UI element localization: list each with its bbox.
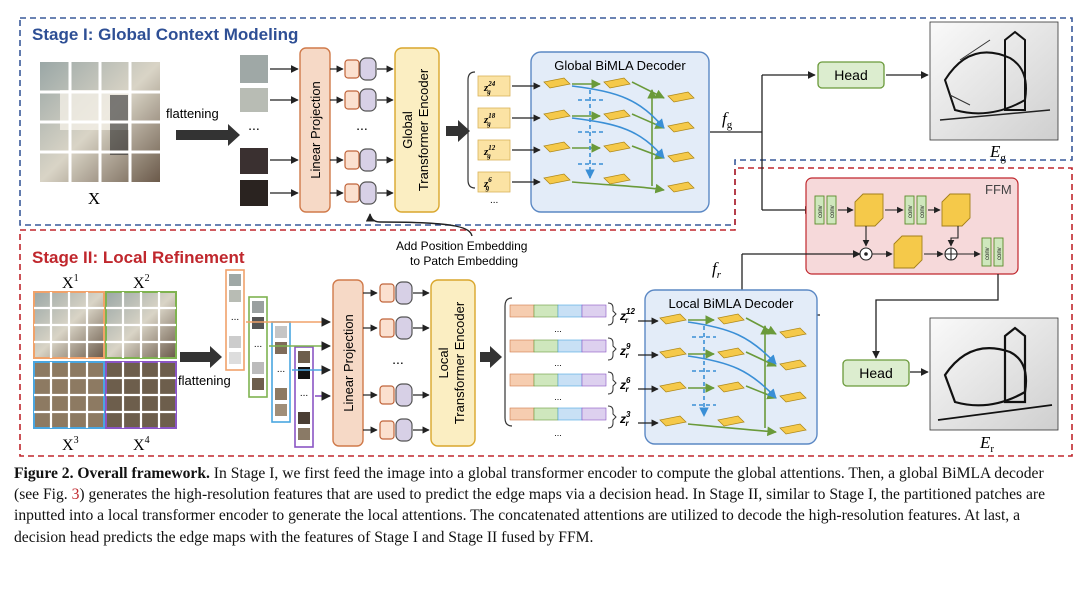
caption-text-1: In Stage I, we first feed the image into…: [14, 465, 1044, 504]
svg-text:z6r: z6r: [619, 376, 631, 394]
head-1: [817, 61, 885, 89]
x3-label: X3: [62, 435, 79, 454]
head-2: [842, 359, 910, 387]
svg-text:conv: conv: [920, 205, 926, 218]
svg-text:...: ...: [554, 428, 562, 438]
pos-embed-label: Add Position Embedding: [396, 239, 527, 253]
svg-text:...: ...: [490, 195, 498, 206]
caption-bold-title: Overall framework.: [77, 465, 210, 482]
svg-text:...: ...: [254, 339, 262, 350]
svg-text:conv: conv: [997, 247, 1003, 260]
svg-text:Local: Local: [436, 347, 451, 378]
global-transformer-encoder: [394, 47, 440, 213]
svg-text:Global: Global: [400, 111, 415, 149]
svg-text:...: ...: [277, 364, 285, 375]
caption-figure-number: Figure 2.: [14, 465, 74, 482]
caption-text-2: ) generates the high-resolution features…: [14, 486, 1046, 546]
stage2-box: [19, 167, 1073, 457]
svg-text:FFM: FFM: [985, 182, 1012, 197]
svg-text:Local BiMLA Decoder: Local BiMLA Decoder: [668, 296, 794, 311]
svg-text:...: ...: [300, 388, 308, 399]
svg-text:...: ...: [248, 117, 260, 133]
global-bimla-decoder: Global BiMLA Decoder: [512, 51, 710, 213]
flattening-label-1: flattening: [166, 106, 219, 121]
flatten-arrow-2: [180, 346, 222, 368]
svg-text:to Patch Embedding: to Patch Embedding: [410, 254, 518, 268]
svg-text:Global BiMLA Decoder: Global BiMLA Decoder: [554, 58, 686, 73]
edge-map-er: [929, 317, 1059, 431]
svg-text:conv: conv: [818, 205, 824, 218]
local-transformer-encoder: [430, 279, 476, 447]
svg-text:...: ...: [554, 324, 562, 334]
ffm-module: FFM conv conv conv conv conv conv: [805, 177, 1019, 275]
head-1-label: Head: [834, 67, 867, 83]
input-image-grid: [40, 62, 160, 182]
token-embeddings-2: ...: [363, 281, 430, 442]
svg-text:conv: conv: [908, 205, 914, 218]
svg-text:Transformer Encoder: Transformer Encoder: [452, 301, 467, 424]
caption-fig-ref[interactable]: 3: [71, 486, 80, 504]
encoder-to-decoder-arrow-1: [446, 120, 470, 142]
linear-projection-2: [332, 279, 364, 447]
x2-label: X2: [133, 273, 150, 292]
token-embeddings-1: ...: [330, 57, 394, 205]
fg-label: fg: [722, 109, 733, 131]
linear-projection-1-label: Linear Projection: [308, 81, 323, 179]
encoder-to-decoder-arrow-2: [480, 346, 502, 368]
flattening-label-2: flattening: [178, 373, 231, 388]
flatten-arrow-1: [176, 124, 240, 146]
edge-map-eg: [929, 21, 1059, 141]
er-label: Er: [979, 433, 994, 455]
x1-label: X1: [62, 273, 79, 292]
svg-text:Transformer Encoder: Transformer Encoder: [416, 68, 431, 191]
svg-text:...: ...: [554, 358, 562, 368]
stage2-title: Stage II: Local Refinement: [32, 248, 245, 267]
svg-text:z6g: z6g: [483, 176, 492, 192]
svg-text:z3r: z3r: [619, 410, 631, 428]
fr-label: fr: [712, 259, 722, 281]
local-bimla-decoder: Local BiMLA Decoder: [638, 289, 818, 445]
stage1-box: [19, 17, 1073, 226]
svg-text:z9r: z9r: [619, 342, 631, 360]
head-2-label: Head: [859, 365, 892, 381]
patch-sequences-2: ... ... ... ...: [225, 269, 314, 448]
svg-text:conv: conv: [830, 205, 836, 218]
framework-figure: Stage I: Global Context Modeling Stage I…: [19, 17, 1073, 457]
patch-sequence-1: ...: [240, 55, 268, 206]
figure-caption: Figure 2. Overall framework. In Stage I,…: [14, 463, 1070, 548]
eg-label: Eg: [989, 142, 1006, 164]
svg-text:...: ...: [392, 351, 404, 367]
stage1-title: Stage I: Global Context Modeling: [32, 25, 298, 44]
pos-embed-arrow: [365, 213, 473, 237]
svg-text:...: ...: [356, 117, 368, 133]
svg-text:...: ...: [231, 312, 239, 323]
svg-text:conv: conv: [985, 247, 991, 260]
image-x-label: X: [88, 189, 100, 208]
partitioned-images: [33, 291, 177, 429]
svg-text:...: ...: [554, 392, 562, 402]
x4-label: X4: [133, 435, 150, 454]
linear-projection-2-label: Linear Projection: [341, 314, 356, 412]
linear-projection-1: [299, 47, 331, 213]
